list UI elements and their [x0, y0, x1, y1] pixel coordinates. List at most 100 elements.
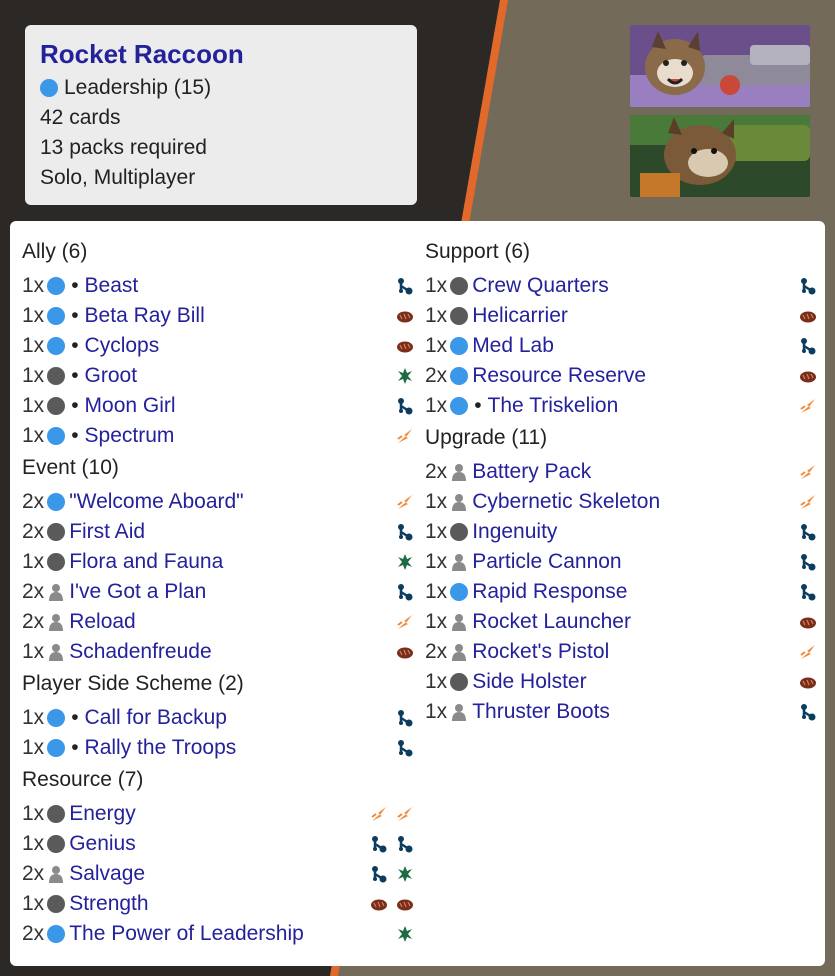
basic-aspect-icon — [450, 277, 469, 295]
resource-icons — [370, 805, 414, 823]
card-quantity: 1x — [22, 832, 45, 855]
physical-resource-icon — [396, 337, 414, 355]
basic-aspect-icon — [47, 523, 66, 541]
card-row: 1x•Cyclops — [22, 331, 414, 361]
card-name-link[interactable]: I've Got a Plan — [69, 580, 207, 603]
physical-resource-icon — [799, 673, 817, 691]
card-name-link[interactable]: Battery Pack — [472, 460, 592, 483]
resource-icons — [799, 277, 817, 295]
card-name-link[interactable]: Crew Quarters — [472, 274, 609, 297]
basic-aspect-icon — [450, 523, 469, 541]
card-name-link[interactable]: The Power of Leadership — [69, 922, 304, 945]
card-name-link[interactable]: "Welcome Aboard" — [69, 490, 244, 513]
card-name-link[interactable]: Strength — [69, 892, 149, 915]
hero-aspect-icon — [47, 643, 65, 661]
card-name-link[interactable]: Rocket's Pistol — [472, 640, 610, 663]
resource-icons — [799, 643, 817, 661]
card-row: 1x •Moon Girl — [22, 391, 414, 421]
resource-icons — [396, 427, 414, 445]
unique-bullet-icon: • — [71, 424, 79, 447]
card-name-link[interactable]: Rally the Troops — [84, 736, 237, 759]
card-name-link[interactable]: Resource Reserve — [472, 364, 647, 387]
card-name-link[interactable]: Rapid Response — [472, 580, 628, 603]
card-name-link[interactable]: Genius — [69, 832, 136, 855]
resource-icons — [396, 613, 414, 631]
card-name-link[interactable]: Side Holster — [472, 670, 587, 693]
card-row: 1x•Rally the Troops — [22, 733, 414, 763]
mental-resource-icon — [370, 835, 388, 853]
card-name-link[interactable]: Beta Ray Bill — [84, 304, 205, 327]
card-name-link[interactable]: Spectrum — [84, 424, 175, 447]
resource-icons — [396, 397, 414, 415]
card-name-link[interactable]: Thruster Boots — [472, 700, 610, 723]
card-row: 1x•Beta Ray Bill — [22, 301, 414, 331]
card-name-link[interactable]: Energy — [69, 802, 136, 825]
physical-resource-icon — [799, 307, 817, 325]
deck-play-modes: Solo, Multiplayer — [40, 166, 196, 189]
card-name-link[interactable]: Cyclops — [84, 334, 160, 357]
wild-resource-icon — [396, 367, 414, 385]
card-name-link[interactable]: Salvage — [69, 862, 146, 885]
card-quantity: 1x — [22, 364, 45, 387]
card-name-link[interactable]: Groot — [84, 364, 138, 387]
leadership-aspect-icon — [47, 739, 66, 757]
card-name-link[interactable]: Med Lab — [472, 334, 554, 357]
resource-icons — [396, 553, 414, 571]
card-name-link[interactable]: Moon Girl — [84, 394, 176, 417]
card-name-link[interactable]: Ingenuity — [472, 520, 558, 543]
card-name-link[interactable]: Reload — [69, 610, 136, 633]
mental-resource-icon — [799, 523, 817, 541]
resource-icons — [799, 613, 817, 631]
card-name-link[interactable]: Beast — [84, 274, 139, 297]
card-name-link[interactable]: Helicarrier — [472, 304, 568, 327]
card-name-link[interactable]: Rocket Launcher — [472, 610, 631, 633]
card-quantity: 2x — [22, 520, 45, 543]
energy-resource-icon — [799, 397, 817, 415]
card-quantity: 1x — [22, 736, 45, 759]
basic-aspect-icon — [47, 553, 66, 571]
card-name-link[interactable]: The Triskelion — [487, 394, 619, 417]
card-row: 2x"Welcome Aboard" — [22, 487, 414, 517]
unique-bullet-icon: • — [71, 394, 79, 417]
card-quantity: 1x — [22, 802, 45, 825]
card-quantity: 1x — [22, 706, 45, 729]
card-quantity: 1x — [425, 334, 448, 357]
card-row: 1x•The Triskelion — [425, 391, 817, 421]
section-heading-support: Support (6) — [425, 240, 531, 263]
card-quantity: 1x — [22, 640, 45, 663]
section-heading-ally: Ally (6) — [22, 240, 88, 263]
deck-title[interactable]: Rocket Raccoon — [40, 39, 244, 69]
resource-icons — [396, 523, 414, 541]
mental-resource-icon — [396, 277, 414, 295]
card-name-link[interactable]: Cybernetic Skeleton — [472, 490, 661, 513]
physical-resource-icon — [396, 307, 414, 325]
resource-icons — [396, 277, 414, 295]
card-row: 1x Thruster Boots — [425, 697, 817, 727]
resource-icons — [370, 865, 414, 883]
card-row: 2x First Aid — [22, 517, 414, 547]
card-quantity: 2x — [425, 640, 448, 663]
card-name-link[interactable]: Flora and Fauna — [69, 550, 224, 573]
card-name-link[interactable]: Particle Cannon — [472, 550, 622, 573]
card-row: 1x Energy — [22, 799, 414, 829]
basic-aspect-icon — [47, 367, 66, 385]
card-name-link[interactable]: Schadenfreude — [69, 640, 212, 663]
card-quantity: 1x — [22, 394, 45, 417]
card-quantity: 1x — [425, 700, 448, 723]
mental-resource-icon — [799, 583, 817, 601]
card-name-link[interactable]: First Aid — [69, 520, 146, 543]
mental-resource-icon — [396, 397, 414, 415]
leadership-aspect-icon — [450, 337, 469, 355]
section-heading-event: Event (10) — [22, 456, 119, 479]
resource-icons — [396, 925, 414, 943]
card-row: 1x•Call for Backup — [22, 703, 414, 733]
deck-card-count: 42 cards — [40, 106, 121, 129]
card-name-link[interactable]: Call for Backup — [84, 706, 227, 729]
resource-icons — [799, 523, 817, 541]
hero-aspect-icon — [450, 703, 468, 721]
